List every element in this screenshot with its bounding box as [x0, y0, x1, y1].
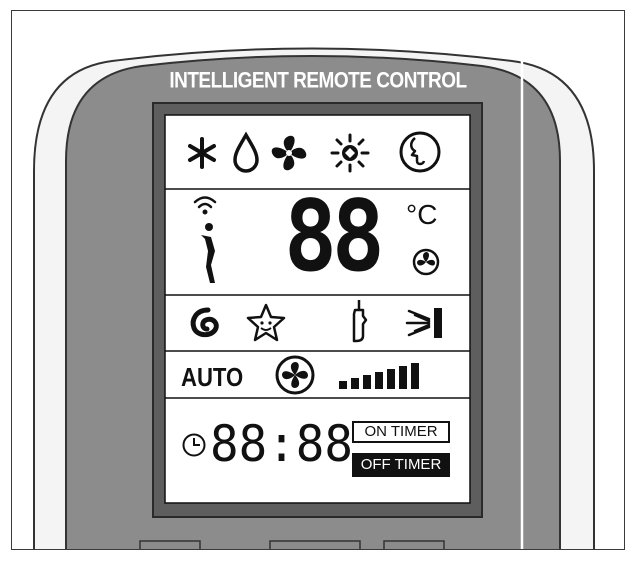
- off-timer-badge: OFF TIMER: [352, 453, 450, 477]
- ifeel-icon: [352, 300, 368, 343]
- sleep-icon: [399, 131, 441, 173]
- fan-circle-icon: [275, 355, 315, 395]
- temperature-unit: °C: [406, 199, 438, 230]
- cool-icon: [188, 137, 216, 169]
- fan-swing-icon: [412, 248, 440, 276]
- fan-auto-label: AUTO: [181, 362, 244, 392]
- screenshot-frame: INTELLIGENT REMOTE CONTROL: [11, 10, 625, 550]
- signal-icon: [193, 196, 217, 215]
- remote-body: [33, 47, 595, 549]
- star-icon: [246, 303, 286, 342]
- fan-icon: [271, 135, 307, 171]
- timer-digits: 88:88: [210, 415, 353, 473]
- person-icon: [201, 223, 215, 283]
- on-timer-badge: ON TIMER: [352, 421, 450, 443]
- heat-icon: [330, 133, 370, 173]
- fan-speed-bars: [339, 363, 419, 389]
- remote-title: INTELLIGENT REMOTE CONTROL: [169, 69, 467, 94]
- dry-icon: [233, 131, 259, 173]
- swirl-icon: [190, 307, 219, 338]
- clock-icon: [182, 433, 206, 457]
- light-icon: [405, 308, 442, 338]
- temperature-digits: 88: [284, 180, 385, 294]
